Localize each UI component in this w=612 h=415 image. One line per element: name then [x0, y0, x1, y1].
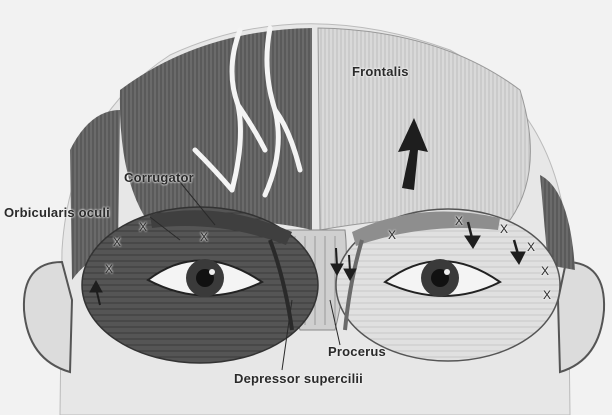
injection-marker: X	[527, 240, 535, 254]
label-frontalis: Frontalis	[352, 64, 409, 79]
injection-marker: X	[388, 228, 396, 242]
label-corrugator: Corrugator	[124, 170, 194, 185]
label-procerus: Procerus	[328, 344, 386, 359]
frontalis-left	[120, 28, 312, 230]
injection-marker: X	[105, 262, 113, 276]
injection-marker: X	[455, 214, 463, 228]
injection-marker: X	[500, 222, 508, 236]
injection-marker: X	[113, 235, 121, 249]
label-depressor-supercilii: Depressor supercilii	[234, 371, 363, 386]
label-orbicularis-oculi: Orbicularis oculi	[4, 205, 110, 220]
frontalis-right	[318, 28, 530, 230]
injection-marker: X	[543, 288, 551, 302]
injection-marker: X	[200, 230, 208, 244]
injection-marker: X	[541, 264, 549, 278]
injection-marker: X	[139, 220, 147, 234]
left-ear	[24, 262, 72, 372]
right-ear	[558, 262, 604, 372]
